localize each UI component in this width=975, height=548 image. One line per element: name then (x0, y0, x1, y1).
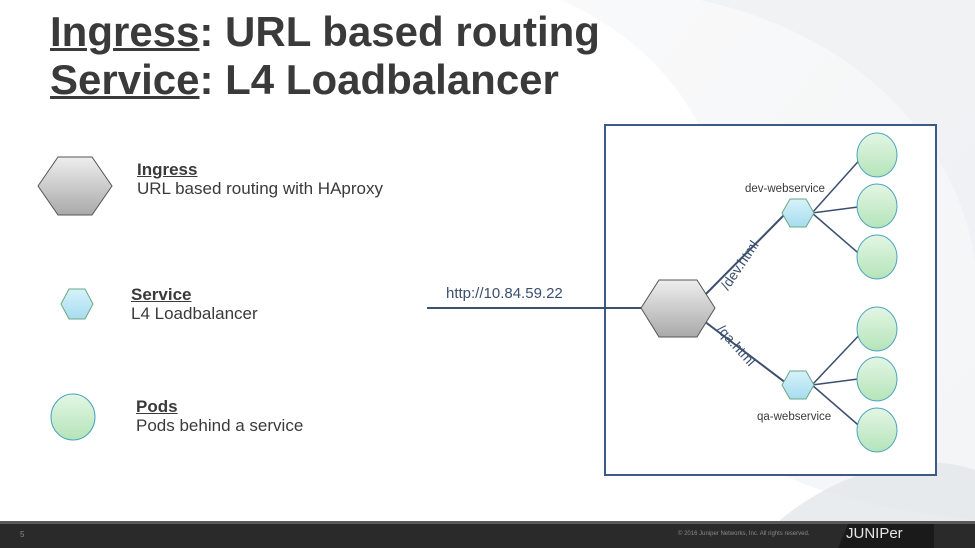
dev-route-line (699, 212, 787, 301)
qa-service-hexagon-icon[interactable] (781, 370, 815, 400)
legend-ingress-desc: URL based routing with HAproxy (137, 179, 383, 198)
copyright-text: © 2016 Juniper Networks, Inc. All rights… (678, 531, 810, 537)
legend-ingress-title: Ingress (137, 160, 198, 179)
url-label: http://10.84.59.22 (446, 285, 563, 302)
juniper-logo: JUNIPer (846, 525, 903, 542)
legend-service-hexagon-icon (60, 288, 94, 320)
legend-service-title: Service (131, 285, 192, 304)
qa-route-line (699, 317, 787, 384)
title-ingress-keyword: Ingress (50, 8, 200, 55)
page-title: Ingress: URL based routing Service: L4 L… (50, 8, 600, 104)
dev-pod-link-3 (811, 212, 865, 259)
qa-pod-link-3 (811, 384, 865, 431)
dev-route-label: /dev.html (717, 237, 761, 292)
ingress-hexagon-icon[interactable] (640, 279, 716, 338)
dev-pod-1[interactable] (856, 132, 898, 178)
qa-route-label: /qa.html (714, 321, 759, 369)
legend-service-desc: L4 Loadbalancer (131, 304, 258, 323)
title-line-1-rest: : URL based routing (199, 8, 600, 55)
title-line-2-rest: : L4 Loadbalancer (199, 56, 559, 103)
footer-bar (0, 524, 975, 548)
title-line-1: Ingress: URL based routing (50, 8, 600, 56)
legend-pods-title: Pods (136, 397, 178, 416)
footer-stripe (0, 521, 975, 524)
dev-service-label: dev-webservice (745, 183, 825, 195)
legend-pods-desc: Pods behind a service (136, 416, 304, 435)
logo-badge-shape (838, 524, 934, 548)
qa-pod-1[interactable] (856, 306, 898, 352)
dev-pod-link-2 (811, 206, 859, 214)
dev-pod-link-1 (811, 154, 865, 214)
page-number: 5 (20, 530, 25, 539)
dev-service-hexagon-icon[interactable] (781, 198, 815, 228)
qa-pod-3[interactable] (856, 407, 898, 453)
title-line-2: Service: L4 Loadbalancer (50, 56, 600, 104)
dev-pod-2[interactable] (856, 183, 898, 229)
title-service-keyword: Service (50, 56, 200, 103)
qa-service-label: qa-webservice (757, 411, 831, 423)
dev-pod-3[interactable] (856, 234, 898, 280)
qa-pod-link-2 (811, 378, 859, 386)
legend-ingress-hexagon-icon (37, 156, 113, 216)
qa-pod-link-1 (811, 329, 865, 386)
legend-pod-ellipse-icon (50, 393, 96, 441)
qa-pod-2[interactable] (856, 356, 898, 402)
